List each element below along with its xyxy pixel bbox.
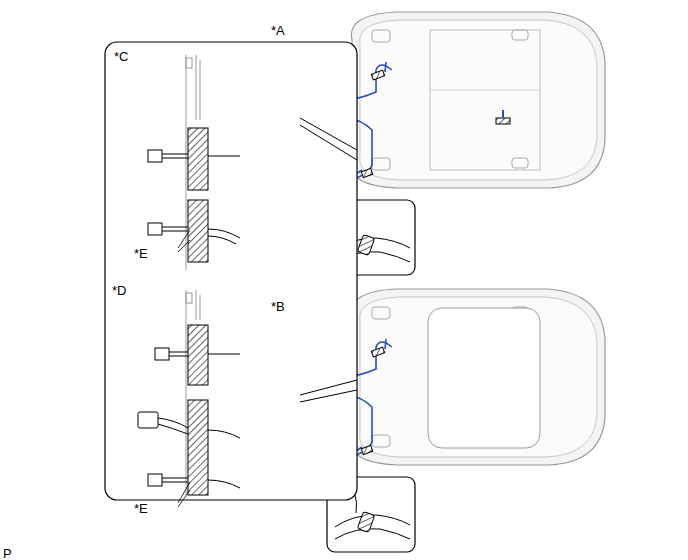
callout-label: *E	[134, 502, 148, 515]
callout-label: *B	[271, 300, 285, 313]
callout-label: *A	[271, 24, 285, 37]
callout-label: *E	[134, 247, 148, 260]
detail-panel	[105, 42, 357, 507]
callout-label: *C	[114, 50, 128, 63]
callout-label: *D	[112, 284, 126, 297]
callout-label: P	[3, 547, 12, 560]
